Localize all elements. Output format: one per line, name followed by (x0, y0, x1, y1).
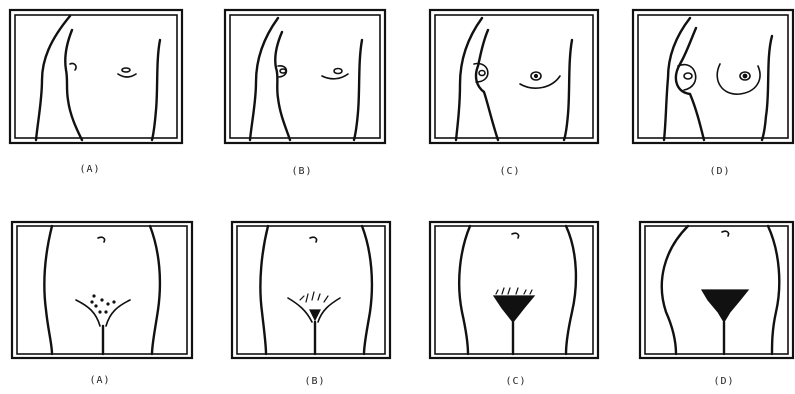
pubic-panel-c (430, 222, 598, 358)
pubic-panel-b (232, 222, 390, 358)
pubic-panel-d (640, 222, 793, 358)
panel-label: (D) (690, 166, 750, 177)
panel-label: (C) (480, 166, 540, 177)
panel-label: (B) (272, 166, 332, 177)
breast-panel-a (10, 10, 182, 143)
panel-label: (D) (694, 376, 754, 387)
panel-label: (A) (60, 164, 120, 175)
breast-panel-d (633, 10, 793, 143)
breast-panel-c (430, 10, 598, 143)
panel-label: (C) (486, 376, 546, 387)
pubic-panel-a (12, 222, 192, 358)
panel-label: (B) (285, 376, 345, 387)
panel-label: (A) (70, 375, 130, 386)
breast-panel-b (225, 10, 385, 143)
